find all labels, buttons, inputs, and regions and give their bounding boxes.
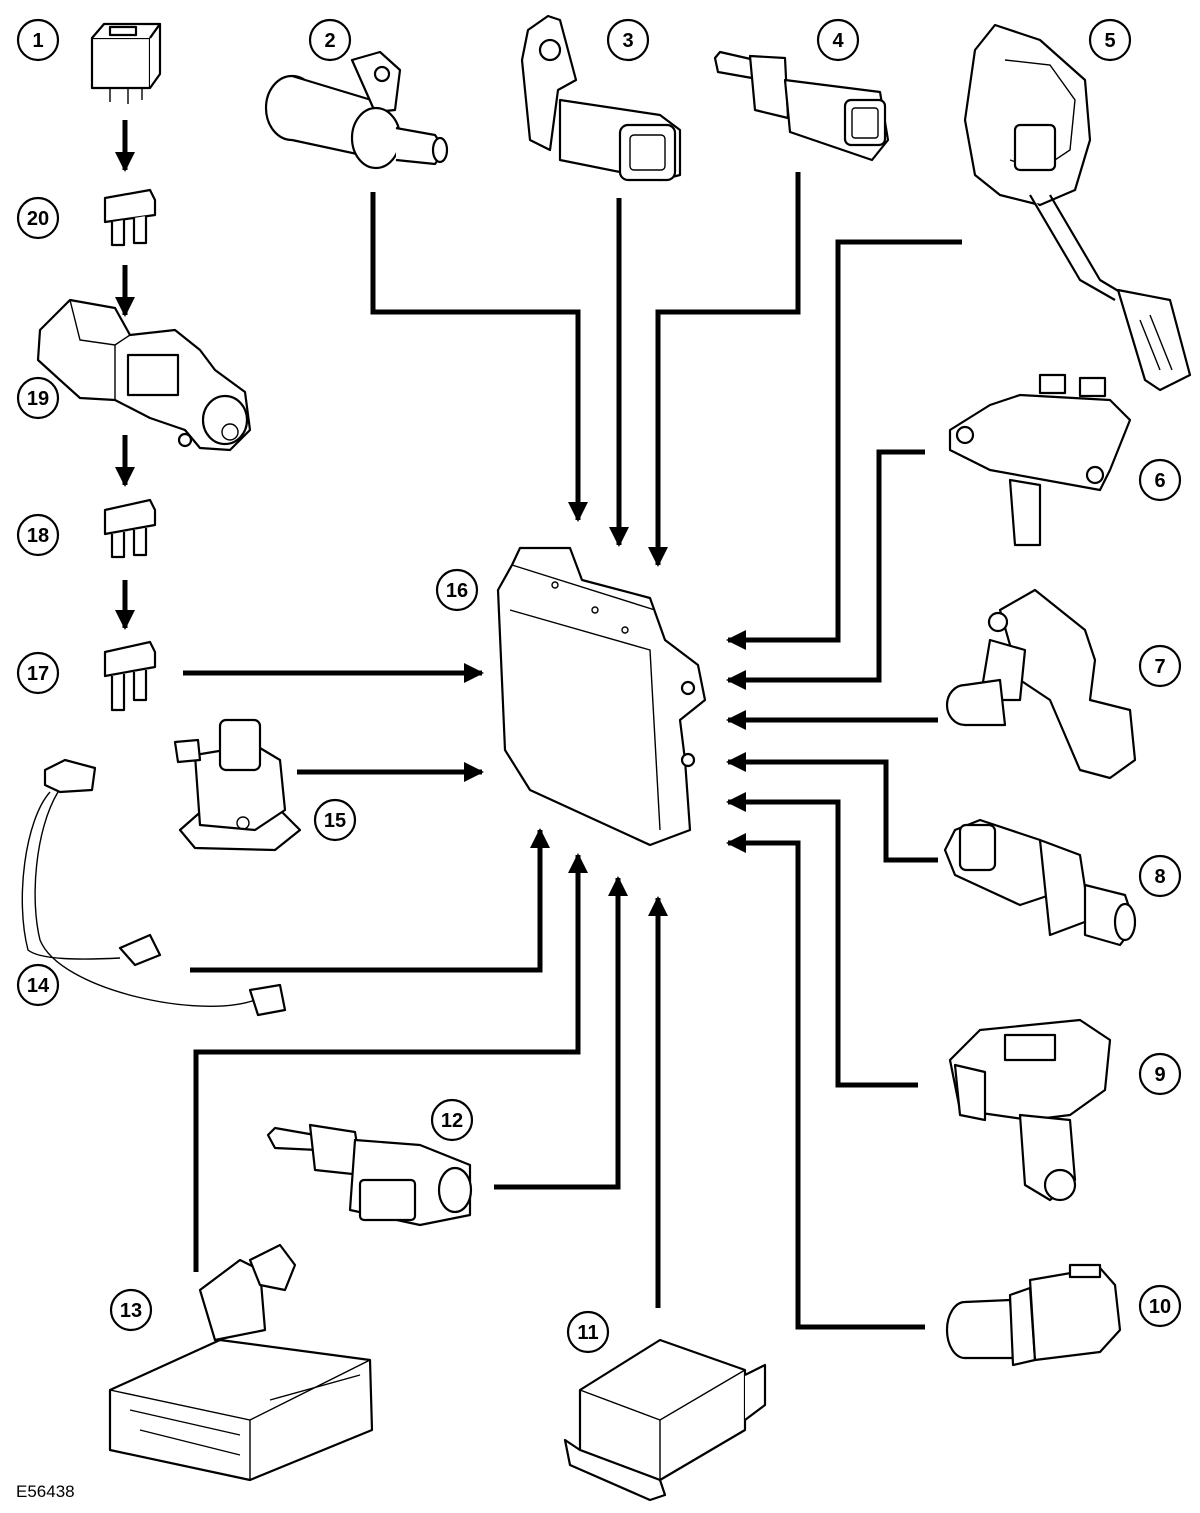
callout-19: 19 <box>16 376 60 420</box>
callouts: 1 2 3 4 5 6 7 8 9 10 11 12 13 14 15 16 1… <box>16 18 1182 1354</box>
svg-text:19: 19 <box>27 388 49 410</box>
svg-text:13: 13 <box>120 1300 142 1322</box>
switch-12 <box>266 1123 473 1227</box>
callout-5: 5 <box>1088 18 1132 62</box>
callout-12: 12 <box>430 1098 474 1142</box>
solenoid-15 <box>173 718 302 852</box>
svg-text:8: 8 <box>1154 866 1165 888</box>
sensor-3 <box>520 14 682 182</box>
callout-8: 8 <box>1138 854 1182 898</box>
ignition-switch-19 <box>36 298 252 452</box>
sensor-10 <box>945 1263 1122 1367</box>
sensor-4 <box>713 50 890 162</box>
fuse-17 <box>103 640 157 712</box>
callout-20: 20 <box>16 196 60 240</box>
accelerator-pedal-5 <box>963 23 1192 392</box>
line-6-to-16 <box>726 449 925 690</box>
fuse-20 <box>103 188 157 247</box>
svg-text:16: 16 <box>446 580 468 602</box>
line-9-to-16 <box>726 792 918 1088</box>
sensor-7 <box>945 588 1137 780</box>
svg-text:6: 6 <box>1154 470 1165 492</box>
svg-text:11: 11 <box>577 1322 598 1344</box>
sensor-6 <box>948 373 1132 547</box>
sensor-2 <box>264 50 449 170</box>
svg-text:17: 17 <box>27 663 49 685</box>
callout-13: 13 <box>109 1288 153 1332</box>
knock-sensor-harness-14 <box>21 758 287 1017</box>
svg-text:20: 20 <box>27 208 49 230</box>
callout-7: 7 <box>1138 644 1182 688</box>
svg-text:12: 12 <box>441 1110 463 1132</box>
callout-15: 15 <box>313 798 357 842</box>
callout-6: 6 <box>1138 458 1182 502</box>
relay-1 <box>90 22 162 104</box>
callout-2: 2 <box>308 18 352 62</box>
connection-lines <box>115 120 962 1330</box>
line-12-to-16 <box>494 876 628 1190</box>
callout-11: 11 <box>566 1310 610 1354</box>
svg-text:5: 5 <box>1104 30 1115 52</box>
svg-text:18: 18 <box>27 525 49 547</box>
callout-16: 16 <box>435 568 479 612</box>
svg-text:3: 3 <box>622 30 633 52</box>
sensor-9 <box>948 1018 1112 1202</box>
svg-text:1: 1 <box>32 30 43 52</box>
line-5-to-16 <box>726 239 962 650</box>
callout-1: 1 <box>16 18 60 62</box>
figure-id: E56438 <box>16 1482 75 1501</box>
line-8-to-16 <box>726 752 938 863</box>
svg-text:7: 7 <box>1154 656 1165 678</box>
module-11 <box>563 1338 767 1502</box>
callout-17: 17 <box>16 651 60 695</box>
line-10-to-16 <box>726 833 925 1330</box>
valve-body-13 <box>108 1243 374 1482</box>
callout-9: 9 <box>1138 1052 1182 1096</box>
line-13-to-16 <box>193 853 588 1272</box>
svg-text:9: 9 <box>1154 1064 1165 1086</box>
callout-14: 14 <box>16 963 60 1007</box>
svg-text:10: 10 <box>1149 1296 1171 1318</box>
svg-text:14: 14 <box>27 975 50 997</box>
sensor-8 <box>943 818 1137 947</box>
fuse-18 <box>103 498 157 559</box>
svg-text:2: 2 <box>324 30 335 52</box>
callout-18: 18 <box>16 513 60 557</box>
callout-10: 10 <box>1138 1284 1182 1328</box>
line-14-to-16 <box>190 828 550 973</box>
callout-3: 3 <box>606 18 650 62</box>
svg-text:15: 15 <box>324 810 346 832</box>
svg-text:4: 4 <box>832 30 844 52</box>
ecm-16[interactable] <box>496 546 707 847</box>
callout-4: 4 <box>816 18 860 62</box>
line-4-to-16 <box>648 172 801 567</box>
line-2-to-16 <box>370 192 588 522</box>
